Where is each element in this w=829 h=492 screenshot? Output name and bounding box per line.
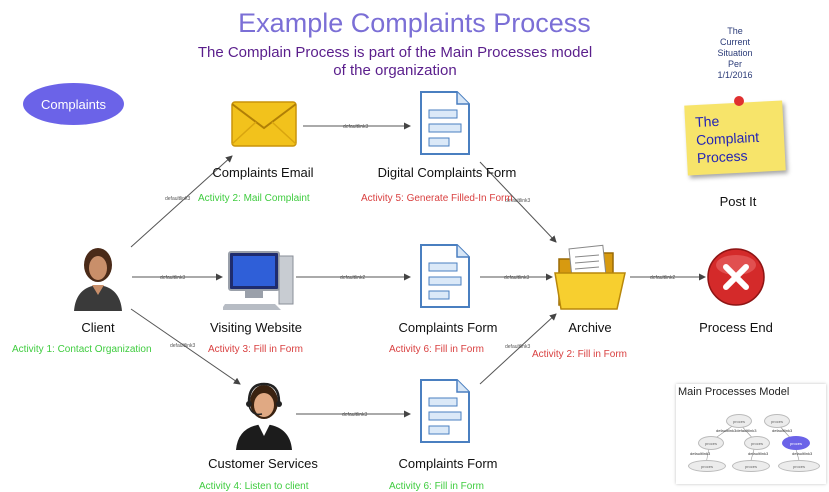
close-icon[interactable] [706, 247, 766, 307]
main-processes-model-thumbnail[interactable]: Main Processes Model proces proces proce… [676, 384, 826, 484]
thumbnail-node: proces [726, 414, 752, 428]
node-label-complaints-email: Complaints Email [212, 165, 314, 180]
postit-label: Post It [719, 194, 757, 209]
activity-listen-client: Activity 4: Listen to client [199, 481, 309, 492]
form-document-icon[interactable] [417, 243, 473, 309]
thumbnail-link-label: defaultlink3 [792, 451, 813, 456]
edge-label: defaultlink3 [343, 124, 369, 130]
edge-client-services [130, 308, 241, 385]
node-label-process-end: Process End [699, 320, 773, 335]
activity-generate-form: Activity 5: Generate Filled-In Form [361, 193, 513, 204]
node-label-archive: Archive [568, 320, 612, 335]
postit-text: The Complaint Process [694, 112, 760, 167]
client-person-icon[interactable] [68, 243, 128, 311]
edge-label: defaultlink3 [504, 275, 530, 281]
edge-label: defaultlink3 [165, 196, 191, 202]
activity-fill-form: Activity 6: Fill in Form [389, 344, 485, 355]
activity-archive-fill-form: Activity 2: Fill in Form [532, 349, 628, 360]
envelope-icon[interactable] [230, 98, 298, 150]
thumbnail-link-label: defaultlink3defaultlink3 [716, 428, 757, 433]
thumbnail-node: proces [688, 460, 726, 472]
node-label-complaints-form-bottom: Complaints Form [398, 456, 498, 471]
node-label-visiting-website: Visiting Website [209, 320, 302, 335]
edge-client-email [130, 155, 233, 248]
edge-bottomform-archive [479, 313, 557, 385]
thumbnail-node-selected: proces [782, 436, 810, 450]
archive-folder-icon[interactable] [553, 243, 631, 313]
activity-fill-form-website: Activity 3: Fill in Form [208, 344, 304, 355]
computer-icon[interactable] [223, 250, 297, 312]
activity-mail-complaint: Activity 2: Mail Complaint [198, 193, 310, 204]
node-label-digital-form: Digital Complaints Form [377, 165, 517, 180]
edge-digitalform-archive [479, 161, 557, 243]
postit-note[interactable]: The Complaint Process [684, 100, 786, 176]
thumbnail-node: proces [778, 460, 820, 472]
thumbnail-node: proces [732, 460, 770, 472]
edge-label: defaultlink3 [505, 198, 531, 204]
activity-contact-organization: Activity 1: Contact Organization [12, 344, 152, 355]
edge-label: defaultlink3 [160, 275, 186, 281]
customer-service-icon[interactable] [232, 378, 296, 450]
thumbnail-node: proces [698, 436, 724, 450]
edge-label: defaultlink3 [342, 412, 368, 418]
edge-label: defaultlink3 [170, 343, 196, 349]
edge-label: defaultlink2 [340, 275, 366, 281]
edge-label: defaultlink3 [505, 344, 531, 350]
complaints-ellipse[interactable]: Complaints [23, 83, 124, 125]
node-label-client: Client [81, 320, 115, 335]
page-title: Example Complaints Process [238, 8, 591, 38]
thumbnail-link-label: defaultlink3 [748, 451, 769, 456]
thumbnail-link-label: defaultlink3 [690, 451, 711, 456]
thumbnail-link-label: defaultlink3 [772, 428, 793, 433]
edge-label: defaultlink2 [650, 275, 676, 281]
activity-fill-form-bottom: Activity 6: Fill in Form [389, 481, 485, 492]
main-processes-title: Main Processes Model [678, 386, 790, 398]
pin-icon [734, 96, 744, 106]
form-document-icon[interactable] [417, 90, 473, 156]
page-subtitle: The Complain Process is part of the Main… [197, 44, 593, 79]
form-document-icon[interactable] [417, 378, 473, 444]
thumbnail-node: proces [764, 414, 790, 428]
node-label-customer-services: Customer Services [208, 456, 318, 471]
node-label-complaints-form: Complaints Form [398, 320, 498, 335]
thumbnail-node: proces [744, 436, 770, 450]
situation-note: The Current Situation Per 1/1/2016 [717, 26, 753, 80]
